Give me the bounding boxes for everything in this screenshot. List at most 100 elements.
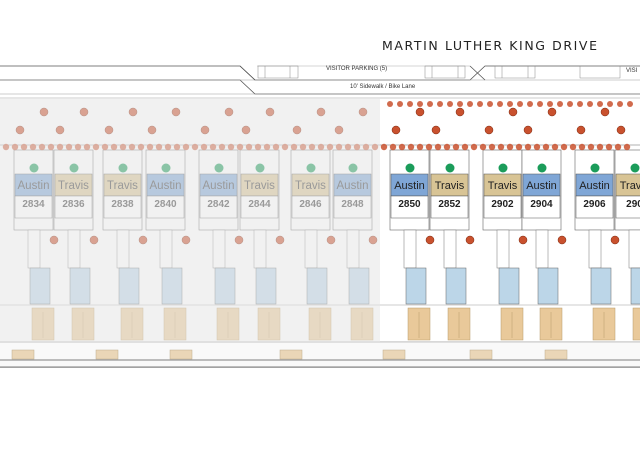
unit-number: 2850	[398, 199, 421, 210]
hedge-flower-icon	[623, 143, 631, 151]
unit-number: 2834	[22, 199, 45, 210]
garage	[445, 267, 467, 305]
hedge-flower-icon	[497, 143, 505, 151]
unit-building-12	[574, 149, 616, 341]
unit-type-name: Travis	[619, 180, 640, 192]
flower-icon	[431, 125, 441, 135]
driveway	[632, 307, 640, 341]
unit-type-name: Austin	[149, 180, 182, 192]
bottom-pad	[11, 349, 35, 360]
garage	[537, 267, 559, 305]
frontage-flower-icon	[417, 101, 423, 107]
unit-type-name: Travis	[434, 180, 465, 192]
garage	[498, 267, 520, 305]
visitor-parking-label-right: VISI	[626, 68, 638, 74]
frontage-flower-icon	[537, 101, 543, 107]
unit-type-name: Austin	[394, 180, 425, 192]
unit-type-name: Travis	[107, 180, 138, 192]
unit-number-box	[430, 195, 469, 219]
frontage-flower-icon	[457, 101, 463, 107]
hedge-flower-icon	[596, 143, 604, 151]
bottom-pad	[382, 349, 406, 360]
flower-icon	[518, 235, 528, 245]
unit-number-box	[390, 195, 429, 219]
visitor-parking-label: VISITOR PARKING (5)	[326, 66, 388, 72]
frontage-flower-icon	[617, 101, 623, 107]
walkway	[535, 229, 549, 269]
frontage-flower-icon	[467, 101, 473, 107]
hedge-flower-icon	[407, 143, 415, 151]
road	[0, 65, 640, 99]
walkway	[403, 229, 417, 269]
bottom-pad	[169, 349, 193, 360]
bottom-pad	[279, 349, 303, 360]
street-title: MARTIN LUTHER KING DRIVE	[382, 38, 599, 53]
frontage-flower-icon	[527, 101, 533, 107]
flower-icon	[610, 235, 620, 245]
unit-type-name: Austin	[579, 180, 610, 192]
flower-icon	[508, 107, 518, 117]
unit-number: 2838	[111, 199, 134, 210]
hedge-flower-icon	[614, 143, 622, 151]
frontage-flower-icon	[437, 101, 443, 107]
hedge-flower-icon	[578, 143, 586, 151]
hedge-flower-icon	[452, 143, 460, 151]
flower-icon	[523, 125, 533, 135]
hedge-flower-icon	[542, 143, 550, 151]
hedge-flower-icon	[524, 143, 532, 151]
status-dot-icon	[630, 163, 640, 173]
visitor-parking-stalls	[257, 65, 621, 79]
frontage-flower-icon	[507, 101, 513, 107]
frontage-flower-icon	[477, 101, 483, 107]
frontage-flower-icon	[587, 101, 593, 107]
frontage-flower-icon	[497, 101, 503, 107]
walkway	[496, 229, 510, 269]
hedge-flower-icon	[569, 143, 577, 151]
unit-number: 2840	[154, 199, 177, 210]
hedge-flower-icon	[380, 143, 388, 151]
unit-number: 2852	[438, 199, 461, 210]
frontage-flower-icon	[427, 101, 433, 107]
frontage-flower-icon	[627, 101, 633, 107]
unit-number: 2904	[530, 199, 553, 210]
frontage-flower-icon	[547, 101, 553, 107]
flower-icon	[455, 107, 465, 117]
unit-number: 2836	[62, 199, 85, 210]
bottom-pad	[544, 349, 568, 360]
unit-number-box	[483, 195, 522, 219]
frontage-flower-icon	[517, 101, 523, 107]
status-dot-icon	[405, 163, 415, 173]
walkway	[588, 229, 602, 269]
unit-type-name: Travis	[487, 180, 518, 192]
frontage-flower-icon	[407, 101, 413, 107]
flower-icon	[576, 125, 586, 135]
flower-icon	[547, 107, 557, 117]
garage	[405, 267, 427, 305]
flower-icon	[616, 125, 626, 135]
unit-building-9	[429, 149, 471, 341]
unit-type-name: Travis	[58, 180, 89, 192]
frontage-flower-icon	[567, 101, 573, 107]
unit-number-box	[575, 195, 614, 219]
status-dot-icon	[445, 163, 455, 173]
flower-icon	[465, 235, 475, 245]
hedge-flower-icon	[398, 143, 406, 151]
unit-building-13	[614, 149, 640, 341]
hedge-flower-icon	[479, 143, 487, 151]
flower-icon	[425, 235, 435, 245]
unit-number-box	[615, 195, 640, 219]
hedge-flower-icon	[434, 143, 442, 151]
frontage-flower-icon	[577, 101, 583, 107]
unit-type-name: Austin	[526, 180, 557, 192]
flower-icon	[415, 107, 425, 117]
frontage-flower-icon	[597, 101, 603, 107]
unit-number-box	[522, 195, 561, 219]
bottom-pad	[95, 349, 119, 360]
unit-type-name: Travis	[244, 180, 275, 192]
unit-number: 2906	[583, 199, 606, 210]
unit-number: 2848	[341, 199, 364, 210]
frontage-flower-icon	[387, 101, 393, 107]
hedge-flower-icon	[416, 143, 424, 151]
flower-icon	[484, 125, 494, 135]
